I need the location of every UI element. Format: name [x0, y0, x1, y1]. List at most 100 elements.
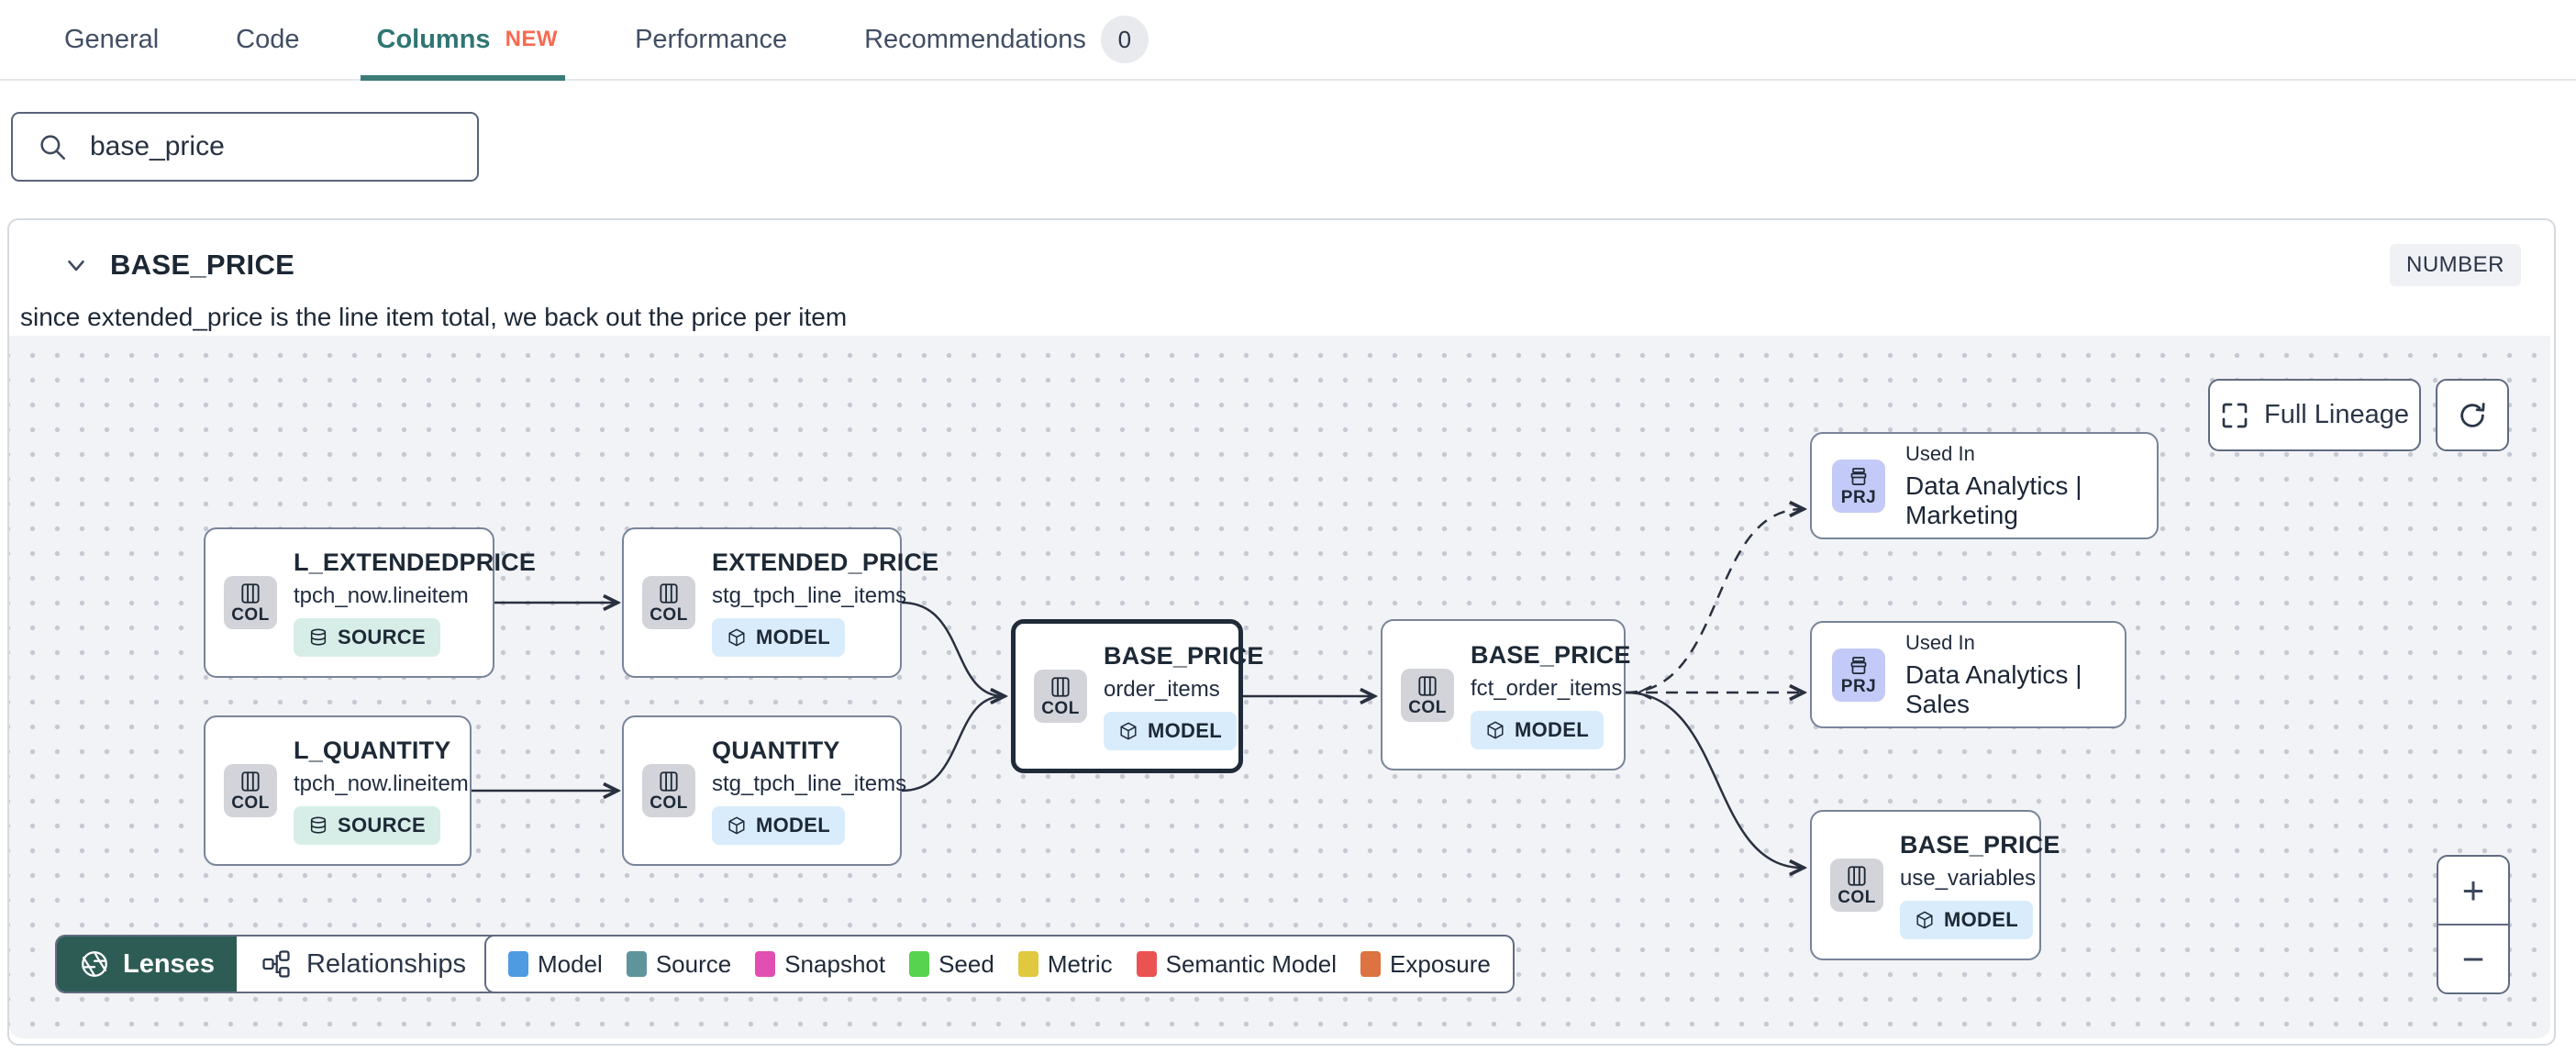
source-badge: SOURCE: [294, 806, 440, 845]
tab-performance-label: Performance: [635, 24, 788, 54]
lineage-edges: [472, 336, 2550, 1038]
tab-columns[interactable]: Columns NEW: [360, 0, 565, 81]
refresh-button[interactable]: [2436, 379, 2509, 451]
tab-recommendations-label: Recommendations: [864, 24, 1086, 54]
project-icon: PRJ: [1832, 459, 1885, 513]
lineage-node-exposure-marketing[interactable]: PRJ Used In Data Analytics | Marketing: [1810, 432, 2159, 539]
lineage-canvas[interactable]: COL L_EXTENDEDPRICE tpch_now.lineitem SO…: [9, 336, 2550, 1038]
column-type-icon: COL: [1401, 668, 1454, 722]
node-subtitle: order_items: [1104, 677, 1220, 702]
project-icon: PRJ: [1832, 648, 1885, 702]
recommendations-count-badge: 0: [1100, 16, 1149, 63]
column-search: [11, 112, 479, 182]
relationships-dropdown[interactable]: Relationships: [237, 937, 528, 992]
semantic-model-swatch: [1136, 951, 1157, 977]
cube-icon: [1487, 720, 1504, 739]
new-badge: NEW: [505, 27, 559, 51]
metric-swatch: [1017, 951, 1038, 977]
node-subtitle: tpch_now.lineitem: [294, 771, 469, 796]
model-badge: MODEL: [1471, 710, 1604, 749]
database-icon: [310, 628, 327, 646]
column-type-icon: COL: [1034, 670, 1087, 723]
source-badge: SOURCE: [294, 618, 440, 657]
cube-icon: [728, 816, 745, 835]
database-icon: [310, 816, 327, 834]
node-title: BASE_PRICE: [1900, 831, 2060, 859]
node-type-legend: Model Source Snapshot Seed Metric: [484, 935, 1515, 993]
legend-semantic-model: Semantic Model: [1136, 950, 1337, 979]
legend-model: Model: [508, 950, 603, 979]
lineage-node-exposure-sales[interactable]: PRJ Used In Data Analytics | Sales: [1810, 621, 2126, 728]
column-name: BASE_PRICE: [110, 249, 295, 281]
model-swatch: [508, 951, 528, 977]
project-name: Data Analytics | Marketing: [1905, 471, 2082, 529]
used-in-label: Used In: [1905, 441, 1975, 465]
column-type-icon: COL: [1830, 859, 1883, 912]
legend-source: Source: [626, 950, 731, 979]
lineage-node-l-quantity[interactable]: COL L_QUANTITY tpch_now.lineitem SOURCE: [204, 715, 472, 866]
full-lineage-button[interactable]: Full Lineage: [2208, 379, 2421, 451]
lenses-button[interactable]: Lenses: [57, 937, 237, 992]
node-title: QUANTITY: [712, 737, 840, 764]
legend-snapshot: Snapshot: [755, 950, 885, 979]
column-detail-panel: BASE_PRICE NUMBER since extended_price i…: [7, 218, 2556, 1046]
tab-general[interactable]: General: [64, 0, 159, 79]
node-title: L_QUANTITY: [294, 737, 451, 764]
tab-code-label: Code: [236, 24, 300, 54]
used-in-label: Used In: [1905, 630, 1975, 654]
node-subtitle: tpch_now.lineitem: [294, 583, 469, 608]
cube-icon: [1916, 911, 1933, 929]
column-type-badge: NUMBER: [2389, 244, 2521, 286]
lineage-node-quantity[interactable]: COL QUANTITY stg_tpch_line_items MODEL: [622, 715, 906, 866]
expand-icon: [2222, 403, 2248, 427]
prj-label: PRJ: [1840, 487, 1877, 507]
lineage-node-base-price-order-items[interactable]: COL BASE_PRICE order_items MODEL: [1011, 619, 1263, 773]
relationships-icon: [262, 950, 290, 978]
column-type-icon: COL: [642, 764, 695, 817]
column-type-icon: COL: [224, 576, 277, 629]
seed-swatch: [909, 951, 930, 977]
refresh-icon: [2460, 402, 2485, 427]
node-title: EXTENDED_PRICE: [712, 549, 939, 576]
search-input[interactable]: [88, 130, 453, 163]
node-title: BASE_PRICE: [1471, 640, 1631, 669]
legend-exposure: Exposure: [1360, 950, 1491, 979]
tab-performance[interactable]: Performance: [635, 0, 787, 79]
col-label: COL: [231, 605, 270, 625]
tab-recommendations[interactable]: Recommendations 0: [864, 0, 1149, 79]
zoom-out-button[interactable]: −: [2461, 937, 2485, 981]
col-label: COL: [1838, 888, 1876, 907]
lineage-node-l-extendedprice[interactable]: COL L_EXTENDEDPRICE tpch_now.lineitem SO…: [204, 527, 536, 678]
prj-label: PRJ: [1840, 676, 1877, 696]
collapse-chevron-icon[interactable]: [62, 251, 90, 279]
legend-seed: Seed: [909, 950, 994, 979]
column-type-icon: COL: [642, 576, 695, 629]
col-label: COL: [231, 793, 270, 813]
tab-code[interactable]: Code: [236, 0, 299, 79]
project-name: Data Analytics | Sales: [1905, 660, 2082, 718]
node-subtitle: use_variables: [1900, 866, 2037, 891]
lineage-node-base-price-fct-order-items[interactable]: COL BASE_PRICE fct_order_items MODEL: [1381, 619, 1630, 770]
source-swatch: [626, 951, 647, 977]
column-description: since extended_price is the line item to…: [20, 303, 848, 331]
column-type-icon: COL: [224, 764, 277, 817]
lenses-group: Lenses Relationships: [55, 935, 531, 993]
legend-metric: Metric: [1017, 950, 1113, 979]
node-title: L_EXTENDEDPRICE: [294, 549, 537, 576]
col-label: COL: [650, 793, 688, 813]
model-badge: MODEL: [1900, 901, 2033, 939]
node-title: BASE_PRICE: [1104, 642, 1264, 670]
lineage-node-extended-price[interactable]: COL EXTENDED_PRICE stg_tpch_line_items M…: [622, 527, 938, 678]
column-header-row: BASE_PRICE NUMBER: [9, 220, 2554, 286]
col-label: COL: [1041, 699, 1080, 718]
col-label: COL: [1408, 697, 1447, 717]
model-badge: MODEL: [1104, 712, 1237, 750]
node-subtitle: stg_tpch_line_items: [712, 583, 907, 608]
col-label: COL: [650, 605, 688, 625]
exposure-swatch: [1360, 951, 1382, 977]
zoom-in-button[interactable]: +: [2438, 857, 2508, 926]
tab-general-label: General: [64, 24, 160, 54]
node-subtitle: fct_order_items: [1471, 675, 1623, 701]
lineage-node-base-price-use-variables[interactable]: COL BASE_PRICE use_variables MODEL: [1810, 810, 2060, 960]
